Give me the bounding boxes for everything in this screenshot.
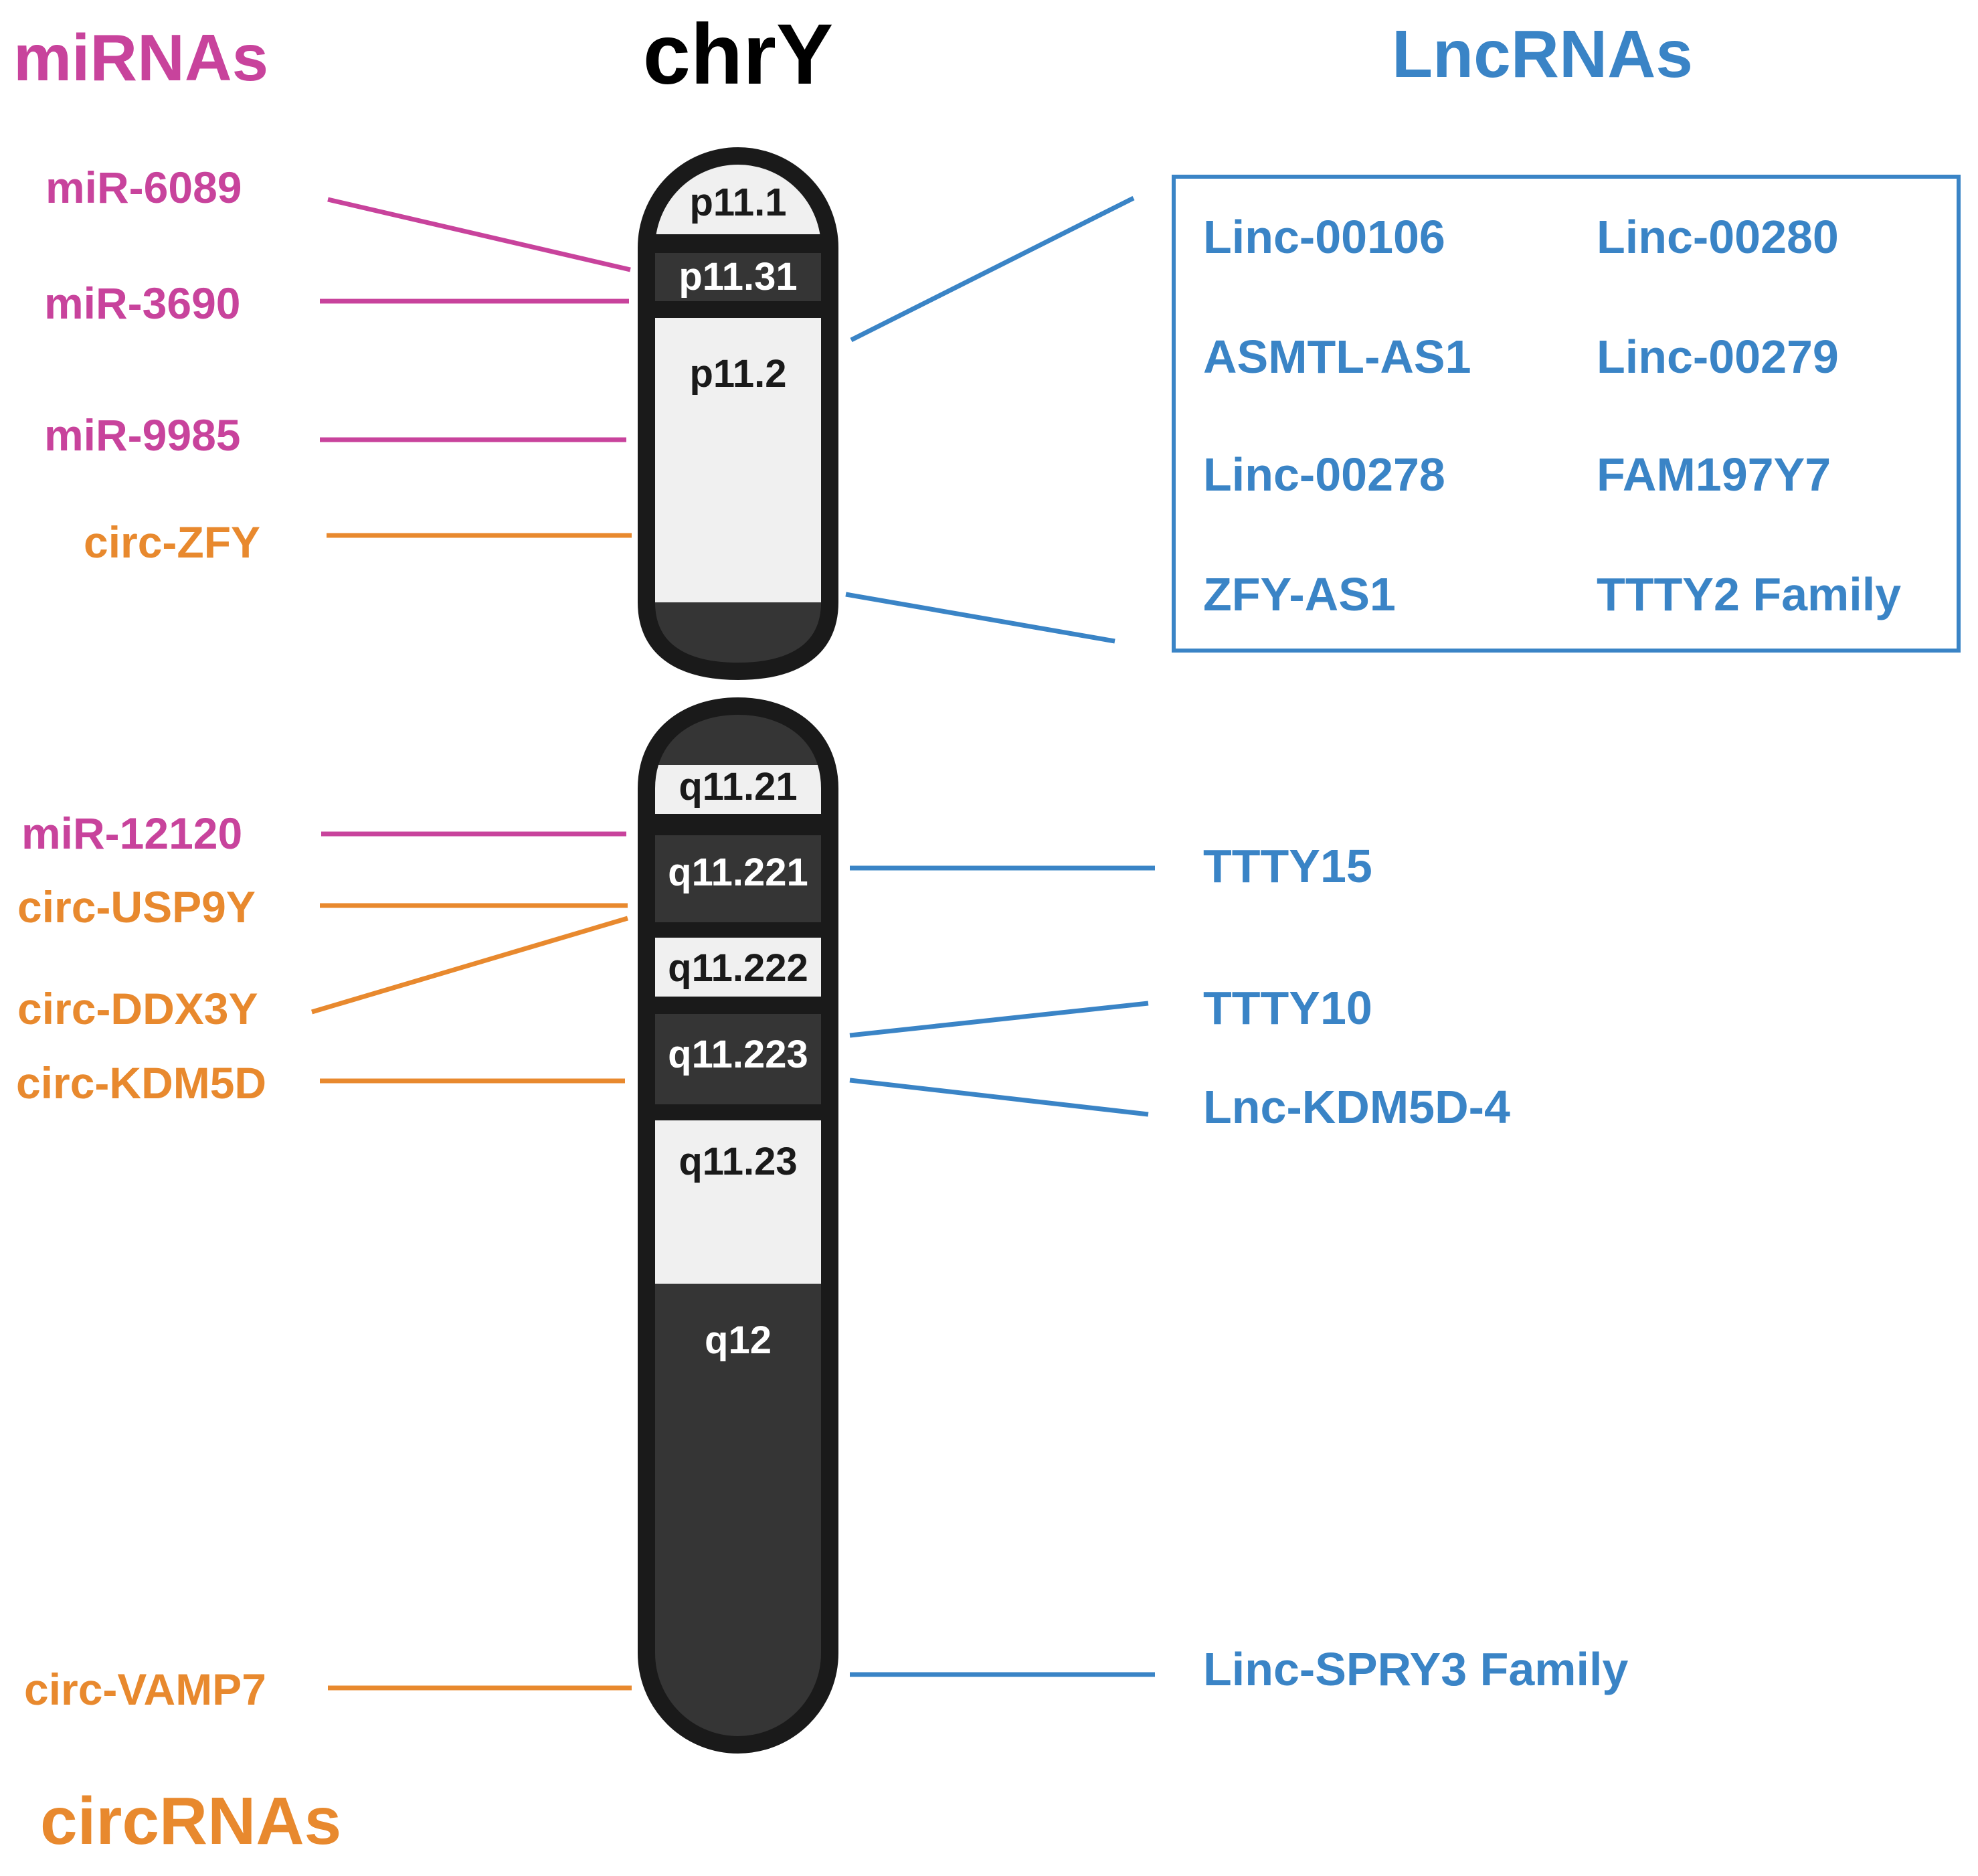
circrnas-heading: circRNAs: [40, 1784, 341, 1859]
band-q11-223-gap: [646, 1104, 830, 1120]
label-ttty2-family: TTTY2 Family: [1597, 568, 1901, 620]
lncrna-box-labels: Linc-00106 Linc-00280 ASMTL-AS1 Linc-002…: [1203, 211, 1901, 620]
band-q11-222-gap: [646, 997, 830, 1014]
label-asmtl-as1: ASMTL-AS1: [1203, 331, 1471, 383]
band-label-q11-21: q11.21: [679, 765, 797, 808]
right-connectors: [845, 195, 1155, 1677]
label-linc-00279: Linc-00279: [1597, 331, 1839, 383]
label-mir-9985: miR-9985: [44, 410, 241, 460]
band-label-q11-222: q11.222: [668, 946, 808, 990]
label-circ-usp9y: circ-USP9Y: [17, 882, 256, 932]
band-label-q11-223: q11.223: [668, 1033, 808, 1076]
band-labels: p11.1 p11.31 p11.2 q11.21 q11.221 q11.22…: [668, 181, 808, 1362]
band-p11-31: [646, 253, 830, 301]
band-q11-221-gap: [646, 922, 830, 938]
label-linc-00278: Linc-00278: [1203, 448, 1445, 501]
label-mir-3690: miR-3690: [44, 278, 241, 328]
band-label-p11-1: p11.1: [689, 181, 786, 224]
band-q11-223: [646, 1014, 830, 1104]
band-label-p11-31: p11.31: [679, 255, 797, 299]
p-arm: [638, 147, 838, 680]
connector-ttty10: [849, 1001, 1149, 1038]
label-linc-00106: Linc-00106: [1203, 211, 1445, 263]
connector-lnc-box-top: [850, 195, 1135, 343]
q-arm: [638, 697, 838, 1754]
label-mir-12120: miR-12120: [21, 808, 242, 858]
connector-circ-ddx3y: [311, 916, 628, 1015]
label-ttty15: TTTY15: [1203, 840, 1372, 892]
label-linc-00280: Linc-00280: [1597, 211, 1839, 263]
band-q11-23: [646, 1120, 830, 1284]
band-label-q11-23: q11.23: [679, 1140, 797, 1183]
label-mir-6089: miR-6089: [46, 163, 242, 212]
label-zfy-as1: ZFY-AS1: [1203, 568, 1396, 620]
lncrnas-heading: LncRNAs: [1392, 17, 1693, 92]
right-labels: TTTY15 TTTY10 Lnc-KDM5D-4 Linc-SPRY3 Fam…: [1203, 840, 1628, 1695]
connector-lnc-box-bottom: [845, 592, 1115, 644]
label-circ-kdm5d: circ-KDM5D: [16, 1058, 266, 1108]
band-label-p11-2: p11.2: [689, 352, 786, 396]
label-circ-ddx3y: circ-DDX3Y: [17, 984, 258, 1033]
label-lnc-kdm5d-4: Lnc-KDM5D-4: [1203, 1081, 1510, 1133]
label-linc-spry3-family: Linc-SPRY3 Family: [1203, 1643, 1628, 1695]
band-q11-21: [646, 765, 830, 814]
left-connectors: [311, 197, 632, 1691]
q-arm-outline: [638, 697, 838, 1754]
lncrna-box: [1172, 175, 1961, 653]
band-q11-221-body: [646, 835, 830, 922]
label-circ-vamp7: circ-VAMP7: [24, 1665, 266, 1714]
band-q11-222: [646, 938, 830, 997]
band-label-q11-221: q11.221: [668, 851, 808, 894]
chromosome-title: chrY: [643, 7, 834, 102]
label-circ-zfy: circ-ZFY: [84, 517, 260, 567]
connector-mir-6089: [327, 197, 631, 272]
mirnas-heading: miRNAs: [13, 21, 268, 94]
label-ttty10: TTTY10: [1203, 982, 1372, 1034]
label-fam197y7: FAM197Y7: [1597, 448, 1831, 501]
connector-lnc-kdm5d-4: [849, 1078, 1149, 1117]
band-p11-2: [646, 318, 830, 602]
left-labels: miR-6089 miR-3690 miR-9985 circ-ZFY miR-…: [16, 163, 266, 1714]
band-label-q12: q12: [705, 1318, 772, 1362]
band-q12: [646, 1284, 830, 1745]
p-arm-outline: [638, 147, 838, 680]
band-q11-221: [646, 814, 830, 835]
